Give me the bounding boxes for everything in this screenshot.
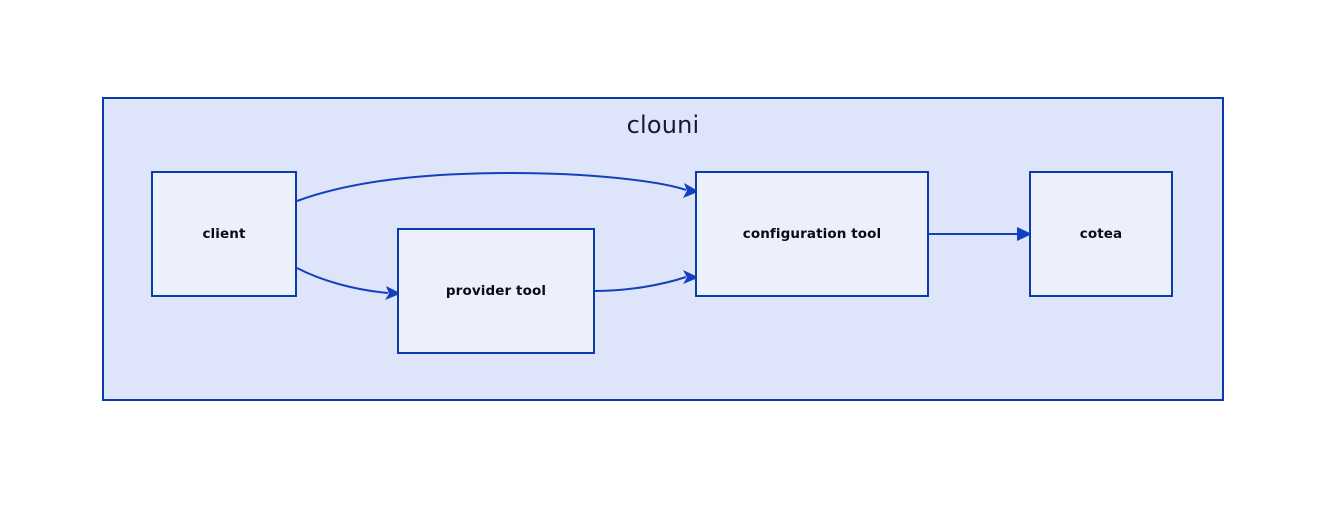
node-cotea[interactable]: cotea (1029, 171, 1173, 297)
node-provider-tool[interactable]: provider tool (397, 228, 595, 354)
node-client[interactable]: client (151, 171, 297, 297)
node-provider-tool-label: provider tool (445, 283, 547, 299)
cluster-title: clouni (626, 111, 700, 139)
node-configuration-tool[interactable]: configuration tool (695, 171, 929, 297)
node-client-label: client (202, 226, 246, 242)
node-cotea-label: cotea (1079, 226, 1123, 242)
node-configuration-tool-label: configuration tool (742, 226, 882, 242)
